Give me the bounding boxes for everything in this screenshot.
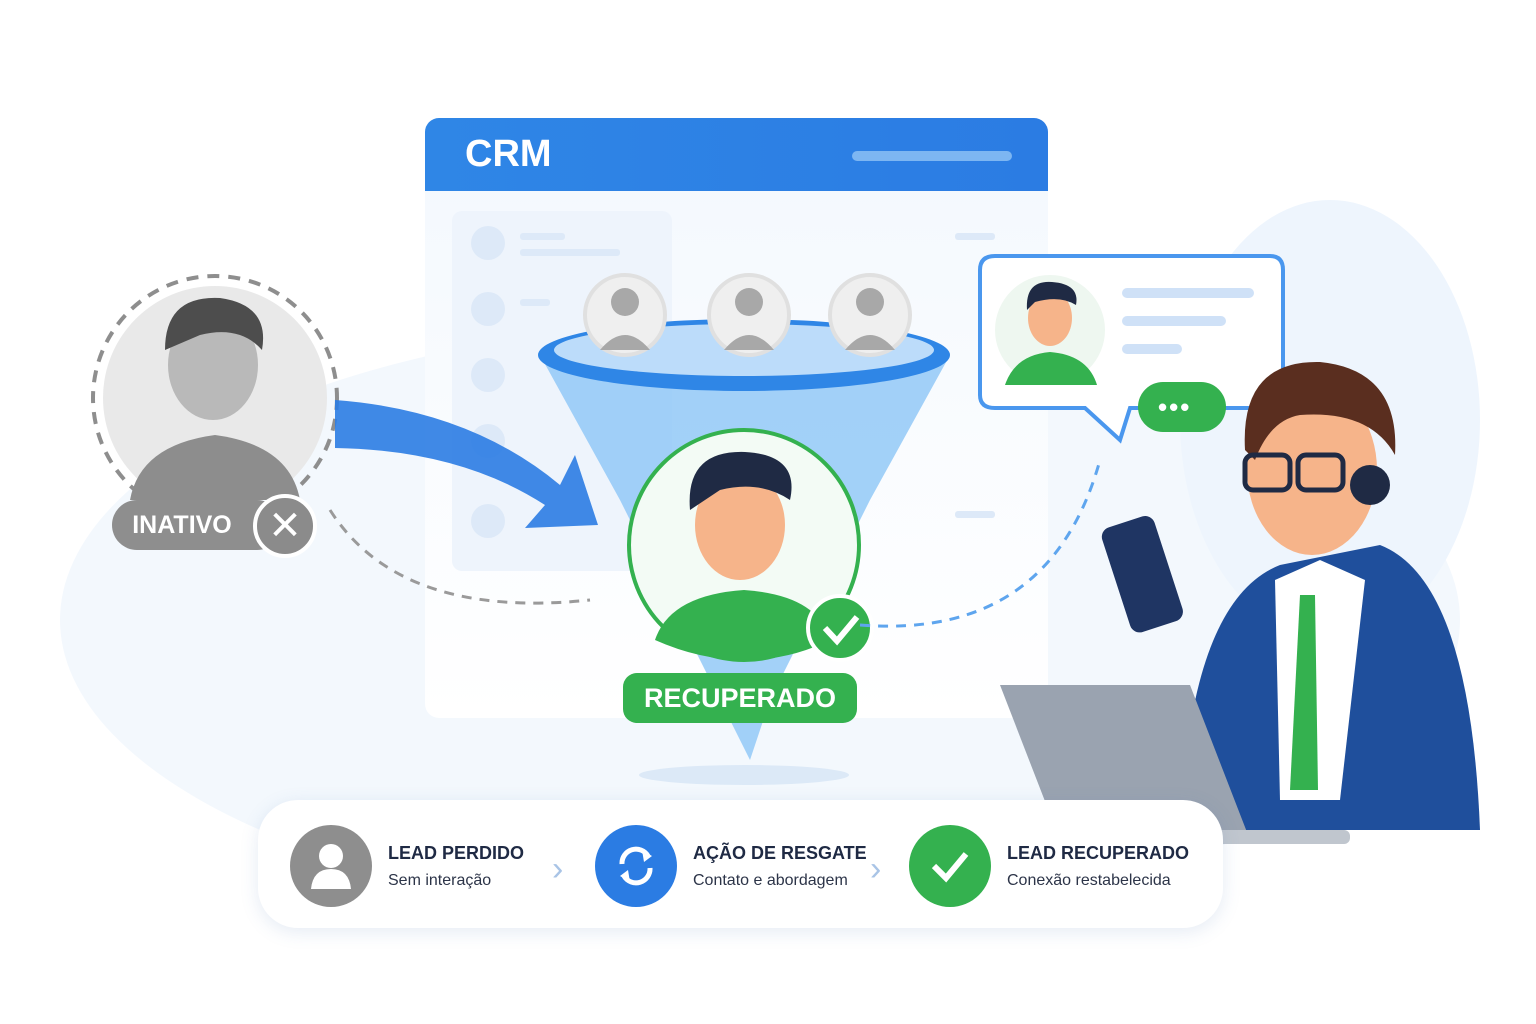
support-agent [1000, 361, 1480, 844]
inactive-lead-avatar [91, 274, 339, 522]
chevron-right-icon: › [870, 850, 882, 888]
step-subtitle: Contato e abordagem [693, 871, 848, 889]
step-title: LEAD RECUPERADO [1007, 842, 1190, 863]
chevron-right-icon: › [552, 850, 564, 888]
step-subtitle: Conexão restabelecida [1007, 871, 1171, 889]
recovered-badge: RECUPERADO [623, 673, 857, 723]
arrow-icon [335, 400, 598, 528]
check-icon [909, 825, 991, 907]
user-icon [290, 825, 372, 907]
process-steps: LEAD PERDIDO Sem interação › AÇÃO DE RES… [258, 800, 1223, 928]
refresh-icon [595, 825, 677, 907]
recovered-lead-avatar [627, 428, 874, 662]
step-rescue-action: AÇÃO DE RESGATE Contato e abordagem [595, 825, 867, 907]
close-icon: ✕ [253, 494, 317, 558]
step-title: LEAD PERDIDO [388, 842, 525, 863]
header-placeholder-line [852, 151, 1012, 161]
step-lead-recovered: LEAD RECUPERADO Conexão restabelecida [909, 825, 1189, 907]
typing-indicator-icon: ••• [1158, 392, 1192, 422]
crm-title: CRM [465, 133, 552, 175]
step-lead-lost: LEAD PERDIDO Sem interação [290, 825, 524, 907]
chat-bubble [978, 254, 1285, 444]
crm-header: CRM [425, 118, 1048, 191]
step-subtitle: Sem interação [388, 871, 492, 889]
step-title: AÇÃO DE RESGATE [693, 842, 867, 863]
